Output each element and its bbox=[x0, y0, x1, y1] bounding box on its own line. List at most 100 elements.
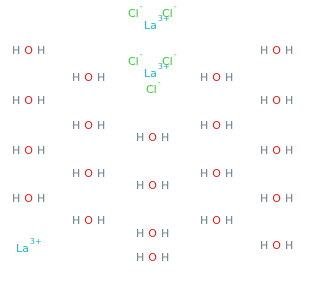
chloride-ion-charge: - bbox=[173, 2, 177, 11]
oxygen-atom: O bbox=[148, 179, 157, 192]
oxygen-atom: O bbox=[272, 94, 281, 107]
chloride-ion-symbol: Cl- bbox=[162, 2, 177, 20]
hydrogen-atom: H bbox=[96, 214, 106, 227]
chloride-ion-charge: - bbox=[173, 50, 177, 59]
chloride-ion: Cl- bbox=[146, 78, 161, 96]
chloride-ion-charge: - bbox=[139, 50, 143, 59]
hydrogen-atom: H bbox=[200, 71, 209, 84]
oxygen-atom: O bbox=[272, 239, 281, 252]
hydrogen-atom: H bbox=[36, 44, 46, 57]
hydrogen-atom: H bbox=[260, 239, 269, 252]
oxygen-atom: O bbox=[84, 214, 93, 227]
hydrogen-atom: H bbox=[200, 119, 209, 132]
chloride-ion: Cl- bbox=[128, 50, 143, 68]
hydrogen-atom: H bbox=[200, 214, 209, 227]
hydrogen-atom: H bbox=[284, 94, 294, 107]
hydrogen-atom: H bbox=[136, 179, 145, 192]
hydrogen-atom: H bbox=[160, 251, 170, 264]
hydrogen-atom: H bbox=[12, 94, 21, 107]
hydrogen-atom: H bbox=[36, 192, 46, 205]
hydrogen-atom: H bbox=[72, 214, 81, 227]
lanthanum-ion-charge: 3+ bbox=[157, 62, 170, 71]
chloride-ion-charge: - bbox=[139, 2, 143, 11]
chloride-ion-charge: - bbox=[157, 78, 161, 87]
chloride-ion: Cl- bbox=[128, 2, 143, 20]
chloride-ion: Cl- bbox=[162, 2, 177, 20]
hydrogen-atom: H bbox=[260, 94, 269, 107]
hydrogen-atom: H bbox=[72, 119, 81, 132]
hydrogen-atom: H bbox=[260, 192, 269, 205]
oxygen-atom: O bbox=[24, 144, 33, 157]
hydrogen-atom: H bbox=[12, 44, 21, 57]
oxygen-atom: O bbox=[24, 94, 33, 107]
hydrogen-atom: H bbox=[96, 167, 106, 180]
oxygen-atom: O bbox=[212, 71, 221, 84]
oxygen-atom: O bbox=[148, 251, 157, 264]
hydrogen-atom: H bbox=[200, 167, 209, 180]
hydrogen-atom: H bbox=[284, 144, 294, 157]
hydrogen-atom: H bbox=[224, 71, 234, 84]
oxygen-atom: O bbox=[212, 167, 221, 180]
hydrogen-atom: H bbox=[136, 251, 145, 264]
hydrogen-atom: H bbox=[36, 144, 46, 157]
hydrogen-atom: H bbox=[224, 167, 234, 180]
hydrogen-atom: H bbox=[224, 119, 234, 132]
oxygen-atom: O bbox=[84, 167, 93, 180]
oxygen-atom: O bbox=[272, 44, 281, 57]
oxygen-atom: O bbox=[24, 192, 33, 205]
oxygen-atom: O bbox=[148, 131, 157, 144]
chloride-ion: Cl- bbox=[162, 50, 177, 68]
hydrogen-atom: H bbox=[12, 144, 21, 157]
hydrogen-atom: H bbox=[160, 131, 170, 144]
chloride-ion-symbol: Cl- bbox=[128, 2, 143, 20]
oxygen-atom: O bbox=[212, 119, 221, 132]
hydrogen-atom: H bbox=[284, 192, 294, 205]
hydrogen-atom: H bbox=[96, 119, 106, 132]
hydrogen-atom: H bbox=[136, 131, 145, 144]
hydrogen-atom: H bbox=[72, 71, 81, 84]
chloride-ion-symbol: Cl- bbox=[146, 78, 161, 96]
hydrogen-atom: H bbox=[224, 214, 234, 227]
oxygen-atom: O bbox=[24, 44, 33, 57]
hydrogen-atom: H bbox=[284, 44, 294, 57]
hydrogen-atom: H bbox=[160, 227, 170, 240]
lanthanum-ion-charge: 3+ bbox=[157, 14, 170, 23]
lanthanum-ion-charge: 3+ bbox=[29, 237, 42, 246]
hydrogen-atom: H bbox=[160, 179, 170, 192]
hydrogen-atom: H bbox=[260, 144, 269, 157]
chloride-ion-symbol: Cl- bbox=[162, 50, 177, 68]
oxygen-atom: O bbox=[148, 227, 157, 240]
hydrogen-atom: H bbox=[72, 167, 81, 180]
chloride-ion-symbol: Cl- bbox=[128, 50, 143, 68]
oxygen-atom: O bbox=[84, 71, 93, 84]
hydrogen-atom: H bbox=[96, 71, 106, 84]
oxygen-atom: O bbox=[272, 192, 281, 205]
